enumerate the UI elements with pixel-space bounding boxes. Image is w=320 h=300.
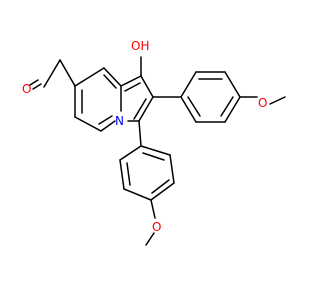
bond-ar2-5 [169, 154, 175, 184]
ring-nitrogen-label: N [115, 114, 124, 128]
bond-ar1-me [269, 96, 286, 105]
bond-r6-1 [74, 67, 105, 87]
methoxy-oxygen-label-lower: O [152, 220, 161, 234]
structure-canvas: O OH N O O [22, 39, 286, 246]
bond-ar2-4 [150, 182, 175, 201]
bond-cho-ring [59, 59, 76, 87]
bond-to-aryl-2 [138, 120, 142, 147]
bond-ar2-inner-c [142, 152, 165, 161]
bond-ar2-inner-b [151, 179, 170, 194]
bond-co-double-b [29, 79, 39, 86]
bond-ar1-6 [180, 96, 197, 123]
bond-ar1-inner-b [220, 96, 234, 117]
bond-r5-2 [140, 75, 154, 98]
methoxy-oxygen-label-upper: O [258, 96, 267, 110]
bond-ar1-1 [180, 71, 197, 98]
atom-labels: O OH N O O [22, 39, 267, 234]
bond-r6-2 [103, 67, 122, 87]
bond-ar2-inner-a [126, 162, 131, 186]
bond-co-double-a [32, 83, 42, 90]
bond-lines [29, 56, 286, 246]
bond-cho-co [43, 59, 61, 88]
bond-r6-4 [100, 120, 116, 132]
bond-r5-inner-a [124, 82, 141, 92]
bond-ar2-1 [119, 145, 142, 161]
bond-ar1-4 [224, 96, 241, 123]
bond-ar2-3 [123, 188, 152, 201]
bond-r5-3 [138, 96, 154, 122]
bond-ar2-me [145, 232, 155, 246]
bond-ar2-o [150, 199, 156, 219]
bond-r6-inner-b [98, 115, 113, 125]
molecule-diagram: O OH N O O [22, 39, 286, 246]
bond-ar2-2 [119, 159, 125, 190]
bond-r5-inner-b [133, 98, 147, 120]
bond-r6-5 [74, 116, 102, 132]
bond-ar1-inner-c [187, 96, 201, 117]
bond-r6-inner-c [103, 74, 117, 89]
aldehyde-oxygen-label: O [22, 82, 31, 96]
bond-ar1-3 [224, 71, 241, 98]
hydroxyl-label: OH [131, 39, 149, 53]
bond-r5-1 [120, 75, 142, 87]
bond-ar2-6 [140, 145, 171, 156]
